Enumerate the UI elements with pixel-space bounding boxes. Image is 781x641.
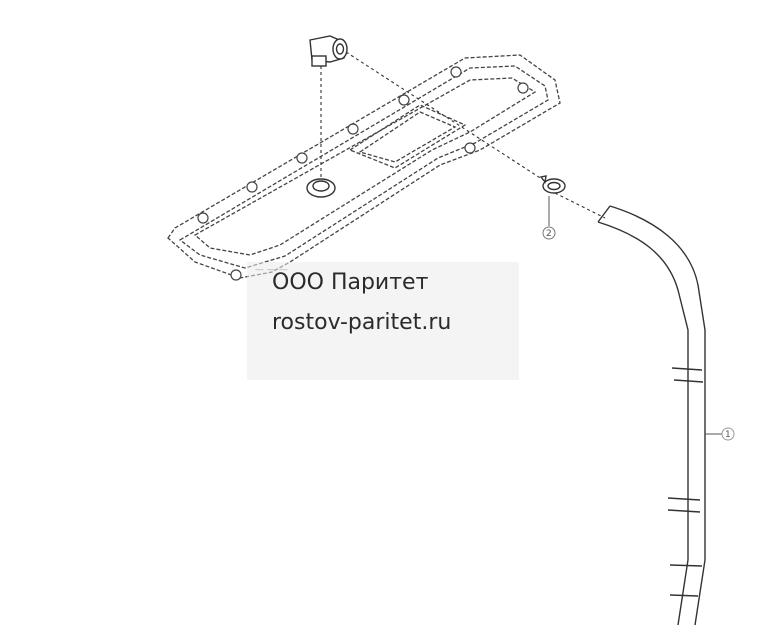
hose xyxy=(597,205,706,626)
breather-fitting xyxy=(309,35,348,67)
svg-text:2: 2 xyxy=(546,229,552,239)
svg-text:1: 1 xyxy=(725,430,731,440)
assembly-lines xyxy=(320,51,606,219)
cover-bolts xyxy=(197,66,529,281)
breather-port xyxy=(306,178,336,198)
clamp xyxy=(539,175,566,194)
watermark-website: rostov-paritet.ru xyxy=(272,310,452,335)
watermark-background xyxy=(247,262,519,380)
callout-1: 1 xyxy=(721,427,735,441)
callout-2: 2 xyxy=(542,226,556,240)
valve-cover xyxy=(167,54,561,279)
watermark-company: ООО Паритет xyxy=(272,270,429,295)
